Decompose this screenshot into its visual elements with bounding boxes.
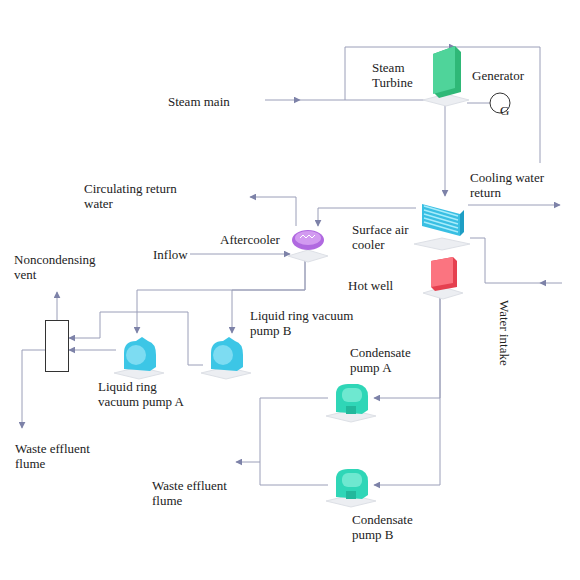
equipment-node: Condensate pump B <box>328 463 374 505</box>
equipment-icon <box>328 378 374 420</box>
icon-part <box>126 345 146 365</box>
equipment-icon <box>45 320 69 372</box>
icon-part <box>342 473 362 487</box>
icon-part <box>431 257 453 287</box>
equipment-node: Noncondensing vent <box>45 320 69 372</box>
equipment-node: Liquid ring vacuum pump B <box>203 333 249 377</box>
equipment-node: Aftercooler <box>290 226 326 260</box>
stream-label: Inflow <box>153 247 188 262</box>
equipment-node: Surface air cooler <box>416 196 468 248</box>
icon-part <box>346 491 356 499</box>
generator-symbol: G <box>500 103 509 118</box>
icon-part <box>124 337 156 371</box>
stream-label: Cooling water return <box>470 170 565 200</box>
icon-part <box>431 257 457 291</box>
pipe-connector <box>445 104 446 196</box>
stream-label: Waste effluent flume <box>152 478 252 508</box>
icon-part <box>292 230 324 250</box>
stream-label: Steam main <box>168 94 230 109</box>
pipe-connector <box>69 350 116 351</box>
icon-part <box>336 384 368 414</box>
icon-part <box>336 469 368 499</box>
equipment-icon <box>203 333 249 377</box>
icon-part <box>414 238 470 250</box>
equipment-label: Liquid ring vacuum pump A <box>98 379 198 409</box>
equipment-label: Generator <box>472 68 542 83</box>
equipment-node: GeneratorG <box>490 93 510 113</box>
equipment-node: Steam Turbine <box>425 42 467 104</box>
icon-part <box>211 337 243 371</box>
equipment-icon <box>416 196 468 248</box>
pipe-connector <box>69 312 203 365</box>
icon-part <box>300 235 315 238</box>
equipment-icon <box>328 463 374 505</box>
equipment-label: Liquid ring vacuum pump B <box>250 308 360 338</box>
equipment-icon <box>290 226 326 260</box>
equipment-label: Condensate pump B <box>352 512 432 542</box>
equipment-node: Liquid ring vacuum pump A <box>116 333 162 377</box>
stream-label: Waste effluent flume <box>15 441 115 471</box>
icon-part <box>342 388 362 402</box>
pipe-connector <box>467 103 490 104</box>
equipment-icon <box>116 333 162 377</box>
equipment-label: Condensate pump A <box>350 345 430 375</box>
equipment-label: Surface air cooler <box>352 222 414 252</box>
icon-part <box>433 46 461 98</box>
equipment-label: Aftercooler <box>220 232 286 247</box>
stream-label: Circulating return water <box>84 181 204 211</box>
equipment-node: Hot well <box>425 255 461 297</box>
icon-part <box>346 406 356 414</box>
icon-part <box>288 250 328 262</box>
icon-part <box>460 210 464 236</box>
icon-part <box>213 345 233 365</box>
icon-part <box>295 231 321 245</box>
icon-part <box>433 46 455 94</box>
icon-part <box>422 204 460 236</box>
equipment-label: Steam Turbine <box>372 60 424 90</box>
pipe-connector <box>374 297 440 485</box>
equipment-node: Condensate pump A <box>328 378 374 420</box>
stream-label: Water intake <box>497 300 512 366</box>
equipment-icon <box>425 42 467 104</box>
icon-part <box>46 321 69 372</box>
icon-part <box>424 222 458 232</box>
equipment-label: Noncondensing vent <box>14 252 114 282</box>
equipment-label: Hot well <box>348 278 420 293</box>
equipment-icon <box>425 255 461 297</box>
